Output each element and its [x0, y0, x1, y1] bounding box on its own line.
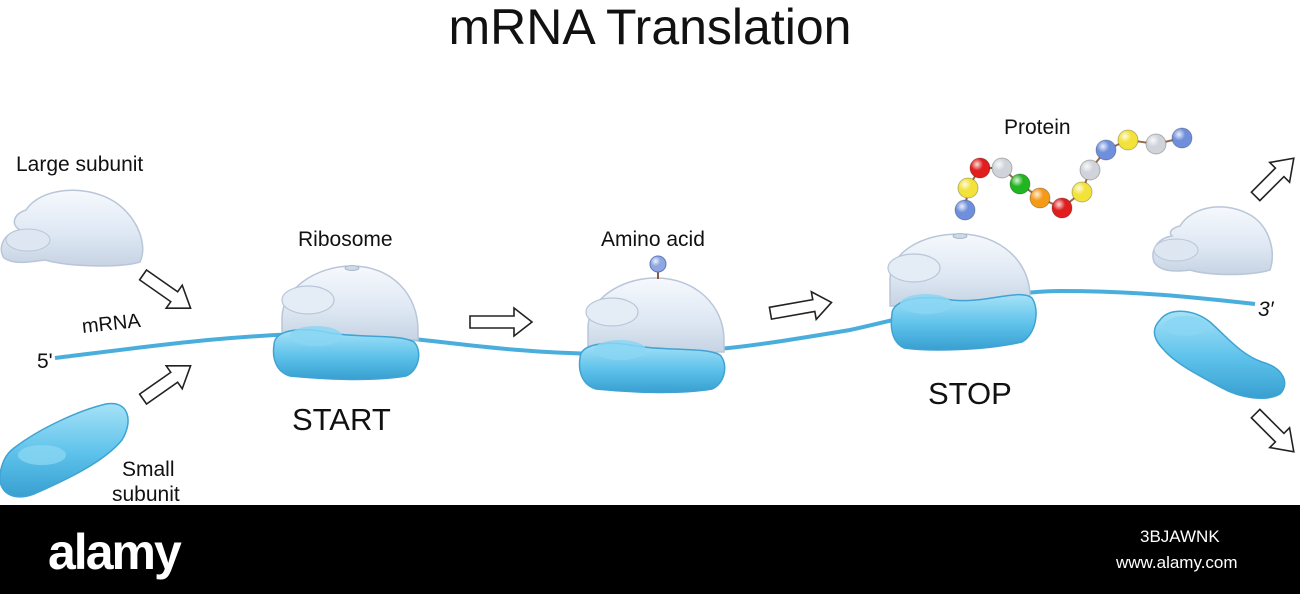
- free-large-subunit: [0, 189, 144, 267]
- arrow-start-to-elongation: [469, 306, 534, 338]
- protein-bead-highlight: [1096, 140, 1116, 160]
- protein-bead-highlight: [1030, 188, 1050, 208]
- watermark-footer: alamy 3BJAWNK www.alamy.com: [0, 505, 1300, 594]
- protein-bead-highlight: [1118, 130, 1138, 150]
- label-stop: STOP: [928, 376, 1012, 411]
- released-large-subunit: [1152, 206, 1273, 276]
- label-three-prime: 3′: [1258, 298, 1274, 321]
- label-small-subunit-line2: subunit: [112, 483, 180, 506]
- released-small-subunit: [1153, 310, 1286, 400]
- footer-brand: alamy: [48, 524, 182, 580]
- footer-url: www.alamy.com: [1116, 553, 1238, 572]
- footer-image-id: 3BJAWNK: [1140, 527, 1220, 546]
- amino-acid-bead: [649, 255, 667, 279]
- label-start: START: [292, 402, 391, 437]
- ribosome-stop: [887, 233, 1037, 351]
- ribosome-elongation: [578, 277, 726, 394]
- arrow-small-to-start: [138, 364, 192, 406]
- protein-bead-highlight: [1080, 160, 1100, 180]
- arrow-small-away: [1250, 408, 1295, 453]
- arrow-large-to-start: [138, 268, 192, 310]
- ribosome-start: [272, 265, 420, 381]
- protein-bead-highlight: [958, 178, 978, 198]
- protein-bead-highlight: [1072, 182, 1092, 202]
- label-large-subunit: Large subunit: [16, 153, 144, 176]
- protein-bead-highlight: [1172, 128, 1192, 148]
- label-ribosome: Ribosome: [298, 228, 393, 251]
- protein-beads: [954, 127, 1193, 221]
- diagram-title: mRNA Translation: [448, 0, 852, 55]
- free-small-subunit: [0, 402, 129, 498]
- arrow-large-away: [1250, 157, 1295, 202]
- protein-bead-highlight: [1010, 174, 1030, 194]
- arrow-elongation-to-stop: [768, 290, 833, 322]
- protein-bead-highlight: [992, 158, 1012, 178]
- label-amino-acid: Amino acid: [601, 228, 705, 251]
- protein-bead-highlight: [955, 200, 975, 220]
- protein-chain: [954, 127, 1193, 221]
- protein-bead-highlight: [1146, 134, 1166, 154]
- label-small-subunit-line1: Small: [122, 458, 175, 481]
- protein-bead-highlight: [1052, 198, 1072, 218]
- label-five-prime: 5': [37, 350, 53, 373]
- label-protein: Protein: [1004, 116, 1071, 139]
- protein-bead-highlight: [970, 158, 990, 178]
